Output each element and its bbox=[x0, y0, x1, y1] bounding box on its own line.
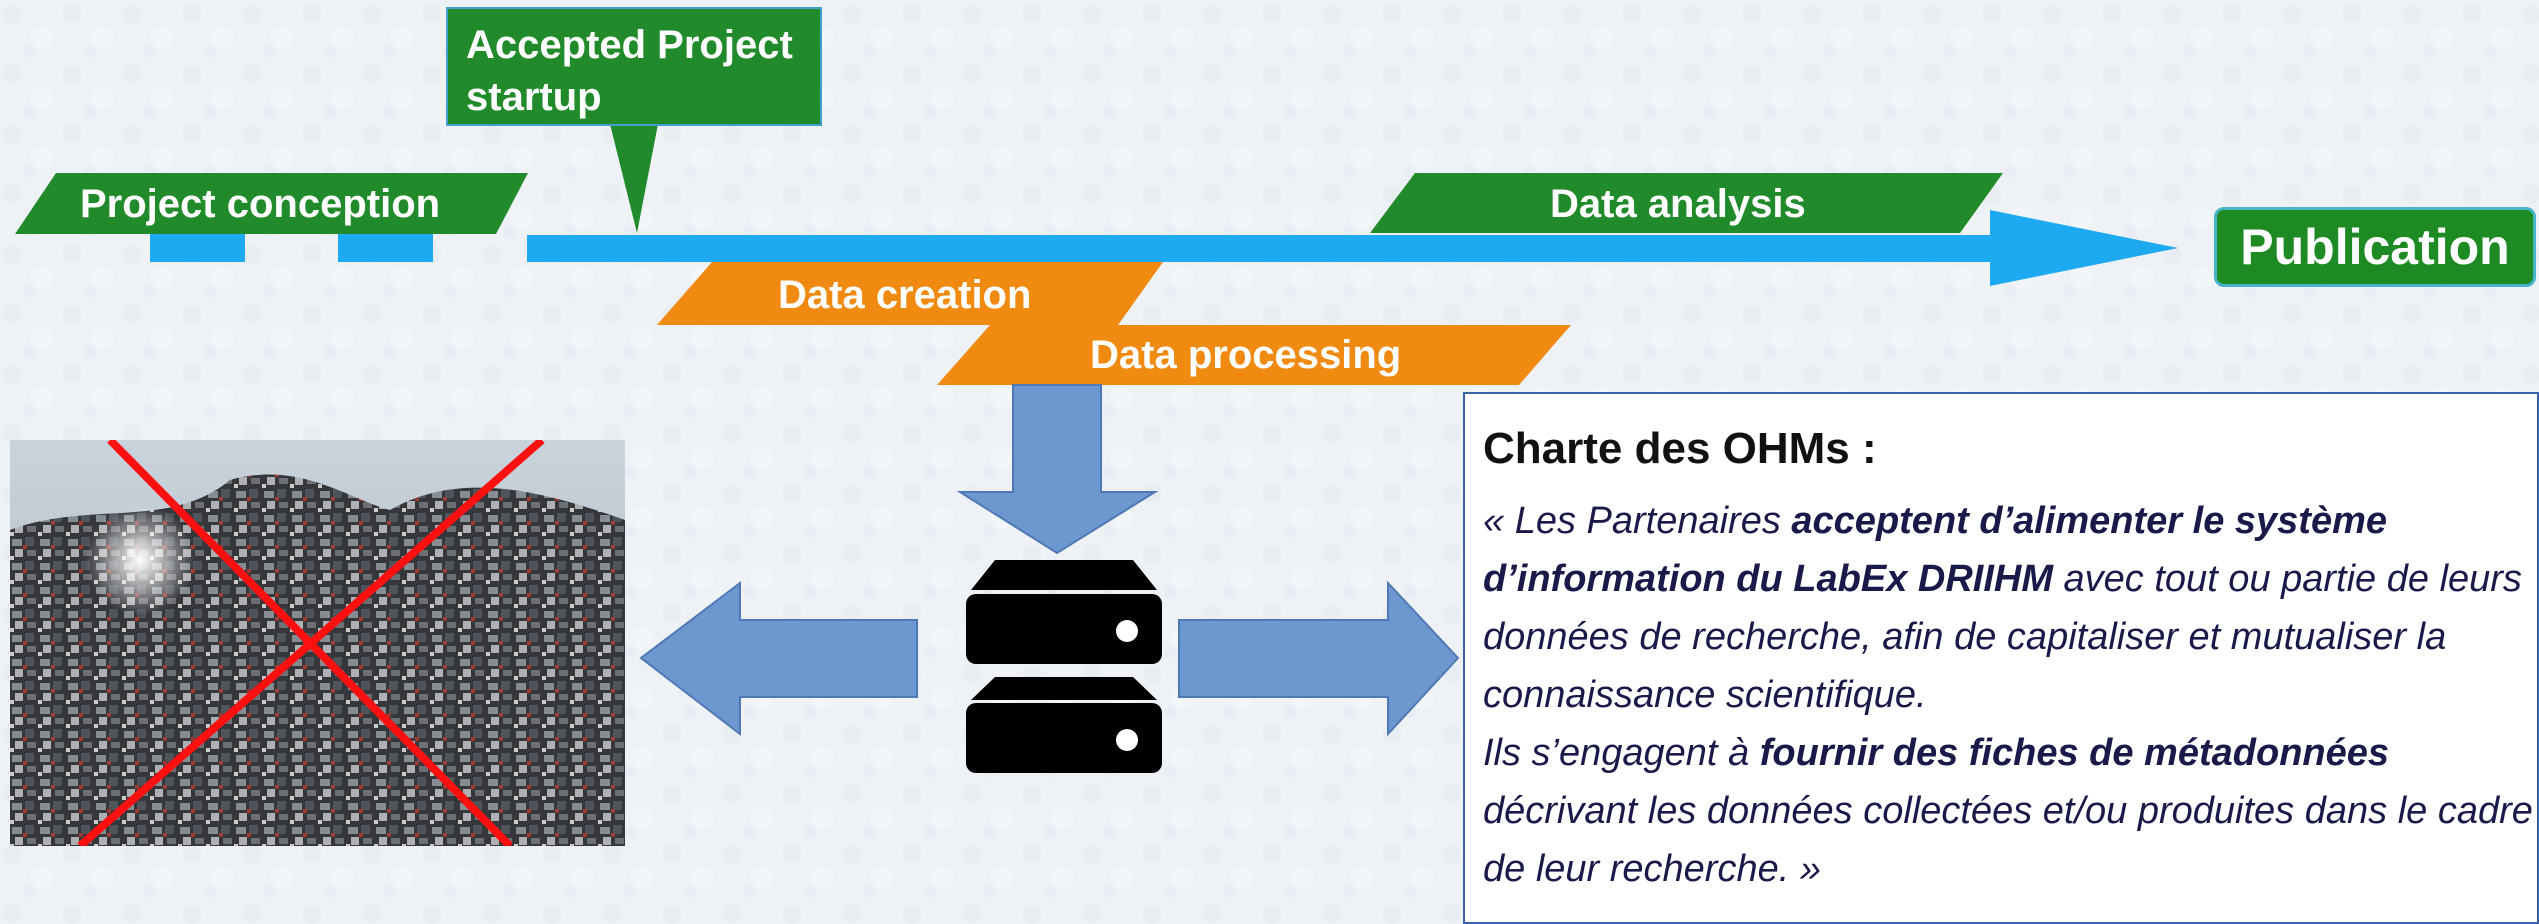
charter-quote: « Les Partenaires acceptent d’alimenter … bbox=[1483, 492, 2533, 898]
charter-p1-a: « Les Partenaires bbox=[1483, 500, 1792, 542]
timeline-arrow bbox=[527, 210, 2178, 286]
charter-p1-c: avec tout ou partie de leurs données de … bbox=[1483, 558, 2522, 716]
charter-title: Charte des OHMs : bbox=[1483, 424, 1877, 473]
publication-label: Publication bbox=[2240, 219, 2510, 275]
charter-p2-a: Ils s’engagent à bbox=[1483, 732, 1760, 774]
project-conception-label: Project conception bbox=[80, 182, 441, 226]
right-arrow bbox=[1178, 580, 1460, 737]
data-creation-shape bbox=[657, 262, 1163, 325]
charter-p2-b: fournir des fiches de métadonnées bbox=[1759, 732, 2390, 774]
conception-bar-1 bbox=[150, 232, 245, 262]
left-arrow bbox=[639, 580, 918, 737]
charter-p1-b: acceptent d’alimenter le système d’infor… bbox=[1483, 500, 2388, 600]
conception-bar-2 bbox=[338, 232, 433, 262]
publication-box: Publication bbox=[2214, 207, 2536, 287]
charter-p2-c: décrivant les données collectées et/ou p… bbox=[1483, 790, 2533, 890]
junk-pile-picture bbox=[10, 440, 625, 846]
charter-box: Charte des OHMs : « Les Partenaires acce… bbox=[1463, 392, 2539, 924]
project-conception-shape bbox=[15, 173, 528, 234]
data-analysis-shape bbox=[1370, 173, 2003, 233]
server-icon bbox=[966, 560, 1162, 773]
accepted-project-box: Accepted Project startup bbox=[446, 7, 822, 126]
accepted-callout-pointer bbox=[610, 124, 658, 233]
data-analysis-label: Data analysis bbox=[1550, 182, 1806, 226]
red-cross bbox=[77, 440, 545, 846]
data-creation-label: Data creation bbox=[778, 273, 1032, 317]
accepted-project-label: Accepted Project startup bbox=[466, 23, 793, 119]
data-processing-label: Data processing bbox=[1090, 333, 1402, 377]
down-arrow bbox=[956, 384, 1159, 555]
data-processing-shape bbox=[937, 325, 1571, 385]
junk-pile-image bbox=[10, 440, 625, 846]
